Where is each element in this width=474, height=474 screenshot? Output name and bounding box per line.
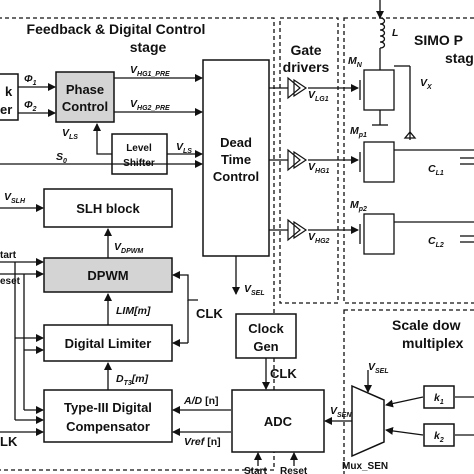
vsel-label: VSEL bbox=[244, 283, 265, 297]
dead-time-label-2: Time bbox=[221, 152, 251, 167]
feedback-stage-subtitle: stage bbox=[130, 39, 167, 55]
left-clock-block: k er bbox=[0, 73, 19, 121]
mn-transistor-body bbox=[363, 69, 395, 111]
simo-power-schematic bbox=[359, 0, 474, 255]
clk-mid-label: CLK bbox=[196, 306, 223, 321]
phi2-label: Φ2 bbox=[24, 99, 37, 113]
level-shifter-label-1: Level bbox=[126, 143, 152, 154]
k2-label: k2 bbox=[434, 430, 444, 444]
gate-drivers-stage-border bbox=[279, 17, 339, 304]
clk-left-label: LK bbox=[0, 434, 18, 449]
left-clock-label-1: k bbox=[5, 84, 13, 99]
cl1-label: CL1 bbox=[428, 163, 444, 177]
mux-sen-label: Mux_SEN bbox=[342, 461, 388, 472]
driver-buffer-2 bbox=[287, 148, 308, 172]
vsen-label: VSEN bbox=[330, 405, 352, 419]
vls-label-a: VLS bbox=[62, 127, 78, 141]
start-left-label: tart bbox=[0, 250, 17, 261]
mux-sen-block: Mux_SEN bbox=[342, 384, 388, 472]
vls-label-b: VLS bbox=[176, 141, 192, 155]
scale-down-stage-border bbox=[343, 309, 474, 474]
vlg1-label: VLG1 bbox=[308, 89, 329, 103]
k1-gain-block: k1 bbox=[423, 385, 455, 409]
dead-time-control-block: Dead Time Control bbox=[202, 59, 270, 257]
reset-bottom-label: Reset bbox=[280, 466, 308, 474]
mp1-transistor-body bbox=[363, 141, 395, 183]
multiplexer-title: multiplex bbox=[402, 335, 464, 351]
left-clock-label-2: er bbox=[0, 102, 12, 117]
clk-mid-wire bbox=[172, 271, 198, 301]
s0-label: S0 bbox=[56, 151, 67, 165]
clock-gen-block: Clock Gen bbox=[235, 313, 297, 359]
mn-label: MN bbox=[348, 55, 363, 69]
mp2-transistor-body bbox=[363, 213, 395, 255]
reset-left-label: eset bbox=[0, 276, 21, 287]
dt3-label: DT3[m] bbox=[116, 373, 149, 387]
vx-label: VX bbox=[420, 77, 433, 91]
k1-wire bbox=[385, 396, 424, 408]
adc-block-label: ADC bbox=[264, 414, 293, 429]
gate-drivers-subtitle: drivers bbox=[283, 59, 330, 75]
digital-limiter-label: Digital Limiter bbox=[65, 336, 152, 351]
mp1-label: Mp1 bbox=[350, 125, 367, 139]
scale-down-title: Scale dow bbox=[392, 317, 461, 333]
dpwm-block: DPWM bbox=[43, 257, 173, 293]
mp1-symbol bbox=[403, 130, 417, 139]
k2-wire bbox=[385, 426, 424, 436]
cl2-label: CL2 bbox=[428, 235, 444, 249]
gate-driver-buffers bbox=[287, 76, 308, 242]
phase-control-block: Phase Control bbox=[55, 71, 115, 123]
vhg1-pre-label: VHG1_PRE bbox=[130, 64, 170, 78]
signal-labels: Φ1 Φ2 VHG1_PRE VHG2_PRE VLS VLS S0 VSLH … bbox=[0, 27, 444, 474]
vref-label: Vref[n] bbox=[184, 436, 221, 448]
driver-buffer-1 bbox=[287, 76, 308, 100]
clock-gen-label-2: Gen bbox=[253, 339, 278, 354]
wires bbox=[0, 74, 474, 466]
adc-block: ADC bbox=[231, 389, 325, 453]
level-shifter-block: Level Shifter bbox=[111, 133, 168, 175]
mp2-label: Mp2 bbox=[350, 199, 367, 213]
phi1-label: Φ1 bbox=[24, 73, 37, 87]
digital-limiter-block: Digital Limiter bbox=[43, 324, 173, 362]
dead-time-label-3: Control bbox=[213, 169, 259, 184]
inductor-L bbox=[379, 17, 386, 49]
simo-stage-subtitle: stag bbox=[445, 50, 474, 66]
simo-stage-title: SIMO P bbox=[414, 32, 463, 48]
gate-drivers-title: Gate bbox=[290, 42, 321, 58]
vhg2-pre-label: VHG2_PRE bbox=[130, 98, 170, 112]
dpwm-block-label: DPWM bbox=[87, 268, 128, 283]
driver-buffer-3 bbox=[287, 218, 308, 242]
compensator-label-2: Compensator bbox=[66, 419, 150, 434]
compensator-label-1: Type-III Digital bbox=[64, 400, 152, 415]
vsel2-label: VSEL bbox=[368, 361, 389, 375]
slh-block-label: SLH block bbox=[76, 201, 140, 216]
vls-wire-to-phase bbox=[93, 123, 112, 155]
feedback-stage-title: Feedback & Digital Control bbox=[27, 21, 206, 37]
k2-gain-block: k2 bbox=[423, 423, 455, 447]
k1-label: k1 bbox=[434, 392, 444, 406]
inductor-L-label: L bbox=[392, 27, 398, 39]
phase-control-label-1: Phase bbox=[66, 82, 104, 97]
clk-adc-label: CLK bbox=[270, 366, 297, 381]
vhg2-label: VHG2 bbox=[308, 231, 330, 245]
slh-block: SLH block bbox=[43, 188, 173, 228]
vdpwm-label: VDPWM bbox=[114, 241, 143, 255]
start-bottom-label: Start bbox=[244, 466, 267, 474]
vhg1-label: VHG1 bbox=[308, 161, 330, 175]
clock-gen-label-1: Clock bbox=[248, 321, 284, 336]
vslh-label: VSLH bbox=[4, 191, 26, 205]
phase-control-label-2: Control bbox=[62, 99, 108, 114]
dead-time-label-1: Dead bbox=[220, 135, 252, 150]
ad-label: A/D[n] bbox=[183, 395, 219, 407]
lim-label: LIM[m] bbox=[116, 305, 151, 317]
compensator-block: Type-III Digital Compensator bbox=[43, 389, 173, 443]
